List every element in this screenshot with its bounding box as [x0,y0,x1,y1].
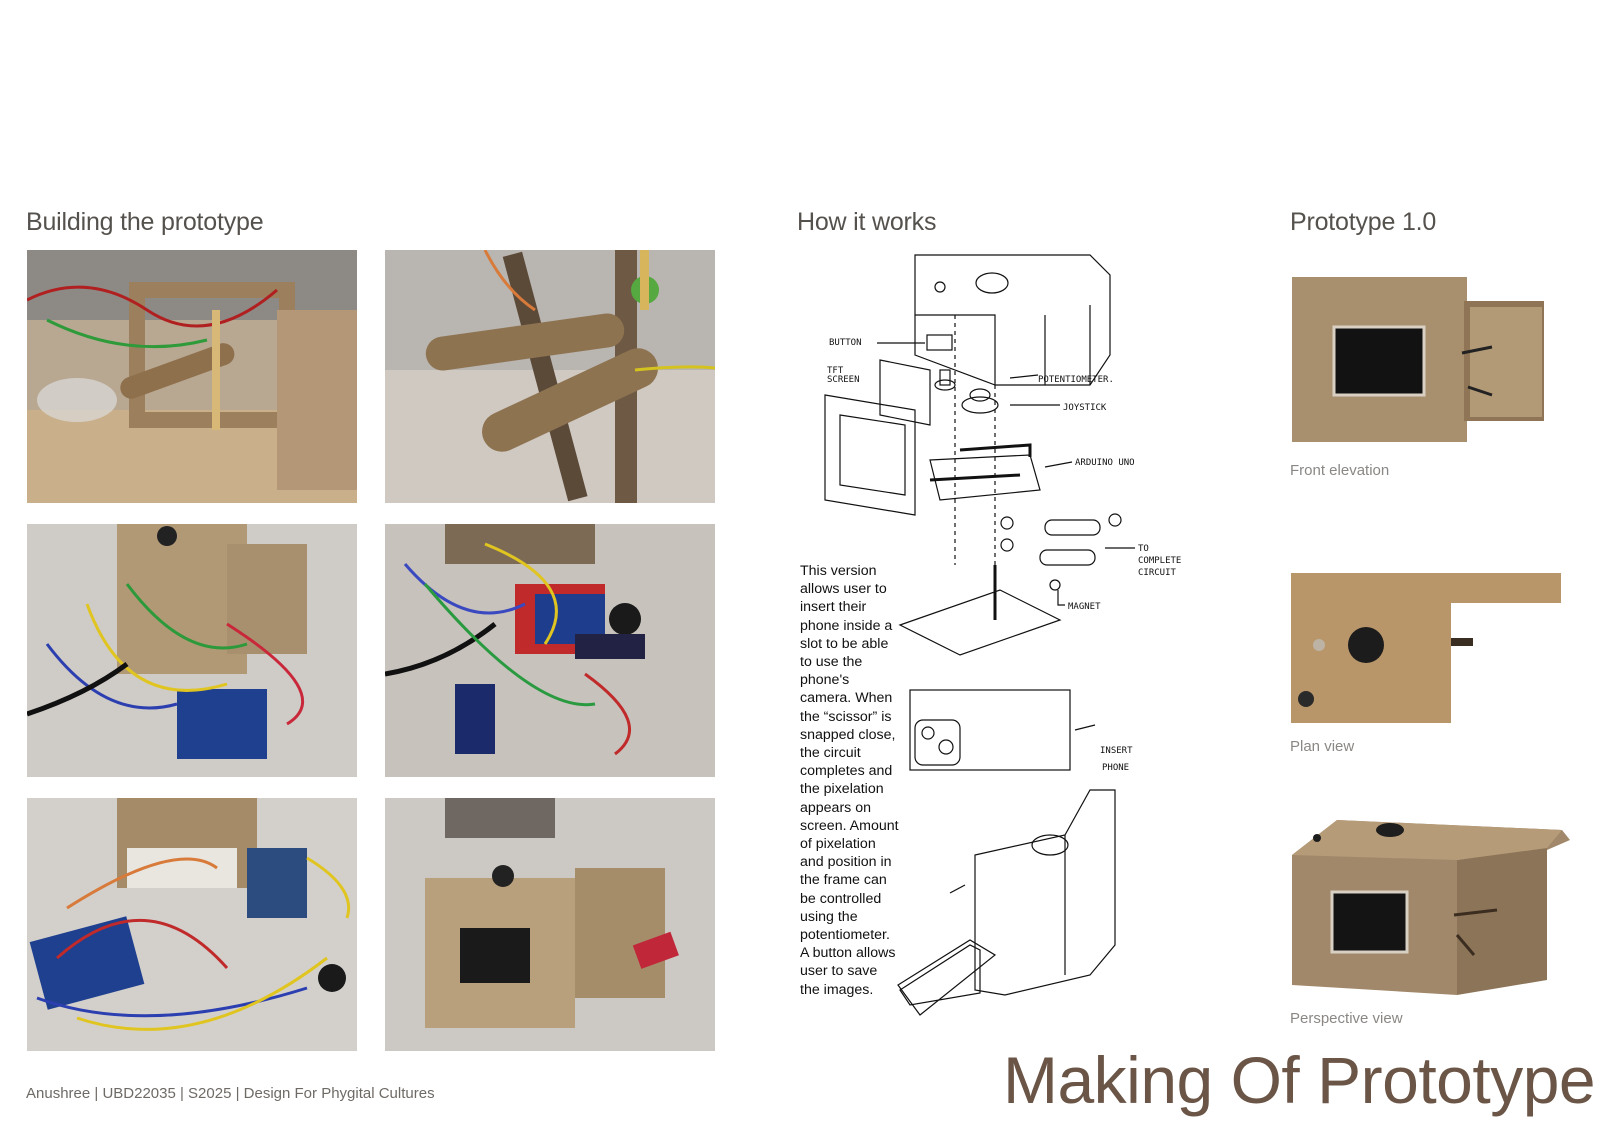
image-perspective-view [1292,820,1570,1000]
footer-credits: Anushree | UBD22035 | S2025 | Design For… [26,1085,435,1102]
section-title-how-it-works: How it works [797,208,937,236]
sketch-label-joystick: JOYSTICK [1063,403,1107,413]
caption-front-elevation: Front elevation [1290,462,1390,479]
caption-plan-view: Plan view [1290,738,1355,755]
page-title: Making Of Prototype [1003,1043,1596,1117]
sketch-label-button: BUTTON [829,338,862,348]
sketch-label-circuit: CIRCUIT [1138,568,1177,578]
caption-perspective-view: Perspective view [1290,1010,1403,1027]
description-text: This version allows user to insert their… [800,563,899,998]
sketch-label-complete: COMPLETE [1138,556,1181,566]
exploded-sketch-diagram: BUTTON TFT SCREEN POTENTIOMETER. JOYSTIC… [824,254,1181,1016]
section-title-building: Building the prototype [26,208,264,236]
photo-breadboard-components [27,798,357,1051]
section-title-prototype: Prototype 1.0 [1290,208,1437,236]
photo-wiring-arduino-joystick [385,524,715,777]
sketch-label-tft: TFT [827,366,844,376]
sketch-label-phone: PHONE [1102,763,1129,773]
sketch-label-screen: SCREEN [827,375,860,385]
photo-finished-box [385,798,715,1051]
sketch-label-to: TO [1138,544,1149,554]
sketch-label-insert: INSERT [1100,746,1133,756]
photo-wiring-box [27,524,357,777]
sketch-label-potentiometer: POTENTIOMETER. [1038,375,1114,385]
photo-frame-scissor-assembly [27,250,357,503]
image-plan-view [1291,573,1561,723]
photo-scissor-closeup [385,250,715,503]
sketch-label-arduino: ARDUINO UNO [1075,458,1135,468]
image-front-elevation [1292,277,1547,442]
sketch-label-magnet: MAGNET [1068,602,1101,612]
